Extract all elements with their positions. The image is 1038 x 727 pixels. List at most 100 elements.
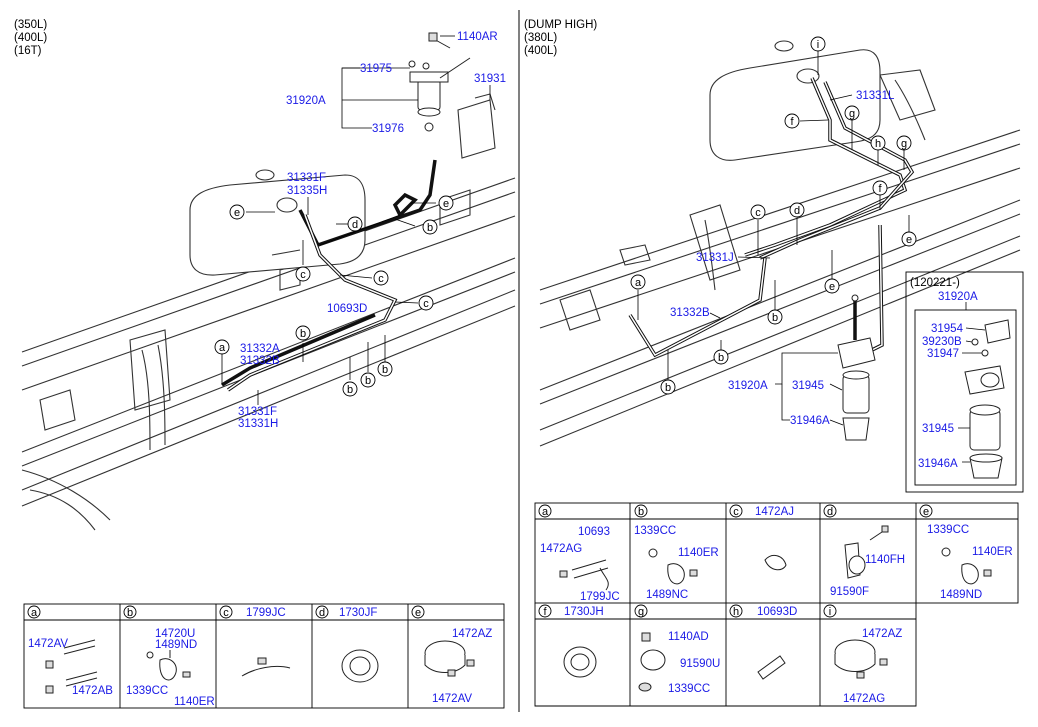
callout-b: b (342, 381, 358, 397)
callout-d: d (347, 216, 363, 232)
svg-text:b: b (382, 364, 388, 376)
svg-text:c: c (300, 269, 306, 281)
svg-text:f: f (878, 183, 882, 195)
label-31931: 31931 (474, 73, 506, 85)
right-fuel-filter (837, 294, 876, 441)
legend-letter-e: e (923, 506, 929, 518)
left-fuel-hoses (221, 159, 437, 392)
callout-b: b (422, 219, 438, 235)
svg-text:b: b (365, 375, 371, 387)
legend-b-part-4: 1140ER (174, 696, 215, 708)
legend-letter-e: e (415, 607, 421, 619)
svg-text:b: b (300, 328, 306, 340)
label-31331J: 31331J (696, 252, 734, 264)
legend-letter-b: b (638, 506, 644, 518)
label-31976: 31976 (372, 123, 404, 135)
legend-g-part-1: 1140AD (668, 631, 709, 643)
right-leader-lines (637, 50, 910, 426)
label-31920A: 31920A (286, 95, 326, 107)
right-chassis-frame (539, 69, 1021, 447)
right-panel: (DUMP HIGH) (380L) (400L) (524, 19, 1024, 707)
callout-d: d (789, 202, 805, 218)
label-31946A: 31946A (790, 415, 830, 427)
legend-a-part-1: 10693 (578, 526, 610, 538)
legend-i-part-2: 1472AG (843, 693, 885, 705)
inset-date: (120221-) (910, 277, 960, 289)
label-31331F-lower: 31331F (238, 406, 277, 418)
legend-d-part-2: 91590F (830, 586, 869, 598)
svg-text:d: d (794, 205, 800, 217)
callout-c: c (418, 295, 434, 311)
left-part-numbers: 1140AR 31975 31931 31920A 31976 31331F 3… (238, 31, 506, 430)
legend-letter-g: g (638, 606, 644, 618)
callout-a: a (630, 274, 646, 290)
svg-text:c: c (423, 298, 429, 310)
svg-text:d: d (352, 219, 358, 231)
left-fuel-tank (189, 169, 366, 276)
legend-e-part-2: 1472AV (432, 693, 472, 705)
label-31975: 31975 (360, 63, 392, 75)
callout-a: a (214, 339, 230, 355)
callout-h: h (870, 135, 886, 151)
callout-c: c (373, 270, 389, 286)
legend-f-header: 1730JH (564, 606, 604, 618)
legend-letter-b: b (127, 607, 133, 619)
legend-b-part-3: 1489NC (646, 589, 688, 601)
right-variant-2: (380L) (524, 32, 557, 44)
svg-text:f: f (790, 116, 794, 128)
callout-f: f (872, 180, 888, 196)
svg-text:h: h (875, 138, 881, 150)
right-inset-box: (120221-) 31920A 31954 39230B 31947 3194… (905, 271, 1024, 493)
left-variant-3: (16T) (14, 45, 42, 57)
callout-g: g (844, 105, 860, 121)
svg-text:a: a (635, 277, 642, 289)
right-part-numbers: 31331L 31331J 31332B 31920A 31945 31946A (670, 90, 895, 427)
left-callouts: e d b e c c c a b b b b (214, 195, 454, 397)
label-31331F: 31331F (287, 172, 326, 184)
svg-text:i: i (817, 39, 819, 51)
legend-c-header: 1799JC (246, 607, 286, 619)
legend-d-header: 1730JF (339, 607, 377, 619)
label-31331L: 31331L (856, 90, 895, 102)
left-panel: (350L) (400L) (16T) (14, 19, 516, 709)
inset-part-4: 31945 (922, 423, 954, 435)
label-31945: 31945 (792, 380, 824, 392)
legend-a-part-3: 1799JC (580, 591, 620, 603)
svg-text:e: e (443, 198, 449, 210)
inset-part-5: 31946A (918, 458, 958, 470)
svg-text:c: c (755, 207, 761, 219)
right-variant-1: (DUMP HIGH) (524, 19, 597, 31)
legend-h-header: 10693D (757, 606, 797, 618)
svg-text:g: g (901, 138, 907, 150)
inset-part-3: 31947 (927, 348, 959, 360)
right-variant-3: (400L) (524, 45, 557, 57)
legend-a-part-2: 1472AG (540, 543, 582, 555)
legend-b-part-1: 1339CC (634, 525, 676, 537)
label-31332A: 31332A (240, 343, 280, 355)
callout-b: b (295, 325, 311, 341)
left-variant-2: (400L) (14, 32, 47, 44)
label-31331H: 31331H (238, 418, 278, 430)
right-legend-table: a 10693 1472AG 1799JC b 1339CC 1140ER 14… (534, 502, 1019, 707)
legend-a-part-2: 1472AB (72, 685, 113, 697)
callout-g: g (896, 135, 912, 151)
svg-text:g: g (849, 108, 855, 120)
callout-b: b (713, 349, 729, 365)
svg-text:e: e (234, 207, 240, 219)
legend-letter-c: c (733, 506, 739, 518)
left-fuel-filter-assembly (408, 32, 496, 159)
label-31332B: 31332B (240, 355, 280, 367)
legend-d-part-1: 1140FH (865, 554, 905, 566)
legend-e-part-1: 1472AZ (452, 628, 492, 640)
legend-b-part-3: 1339CC (126, 685, 168, 697)
legend-letter-c: c (223, 607, 229, 619)
legend-letter-d: d (827, 506, 833, 518)
label-31920A: 31920A (728, 380, 768, 392)
right-fuel-tank (709, 40, 881, 161)
callout-b: b (377, 361, 393, 377)
legend-letter-a: a (542, 506, 549, 518)
svg-text:a: a (219, 342, 226, 354)
svg-text:b: b (665, 382, 671, 394)
left-legend-table: a 1472AV 1472AB b 14720U 1489ND 1339CC 1… (23, 603, 505, 709)
